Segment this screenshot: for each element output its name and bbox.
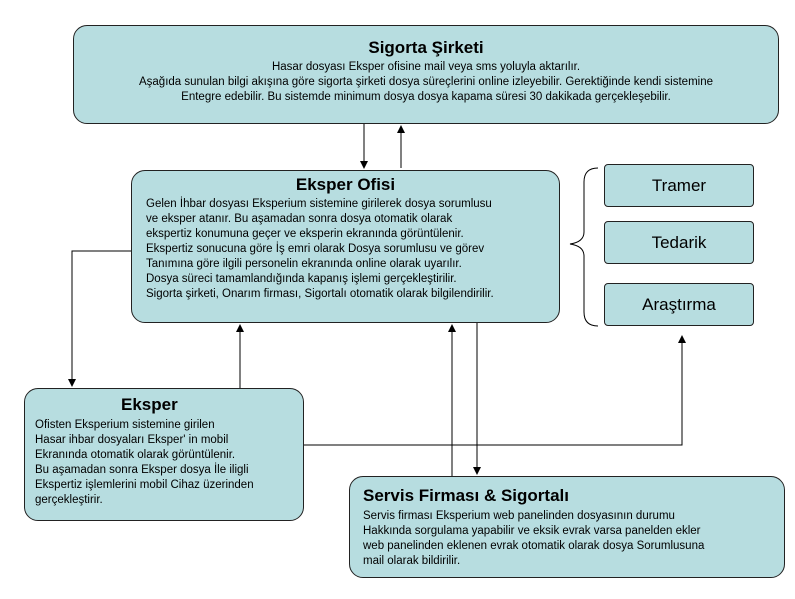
eksper-ofisi-line: Dosya süreci tamamlandığında kapanış işl… [146,273,457,285]
eksper-line: Ekranında otomatik olarak görüntülenir. [35,449,236,461]
sigorta-sirketi-box: Sigorta Şirketi Hasar dosyası Eksper ofi… [73,25,779,124]
eksper-ofisi-line: Sigorta şirketi, Onarım firması, Sigorta… [146,288,494,300]
eksper-ofisi-line: ekspertiz konumuna geçer ve eksperin ekr… [146,228,464,240]
sigorta-line: Aşağıda sunulan bilgi akışına göre sigor… [138,76,714,88]
eksper-ofisi-title: Eksper Ofisi [295,175,396,194]
eksper-ofisi-line: Gelen İhbar dosyası Eksperium sistemine … [146,198,492,210]
eksper-line: Hasar ihbar dosyaları Eksper' in mobil [35,434,229,446]
eksper-ofisi-line: Tanımına göre ilgili personelin ekranınd… [146,258,462,270]
eksper-ofisi-line: Ekspertiz sonucuna göre İş emri olarak D… [146,243,485,255]
eksper-line: Bu aşamadan sonra Eksper dosya İle iligl… [35,464,249,476]
eksper-line: Ekspertiz işlemlerini mobil Cihaz üzerin… [35,479,254,491]
tramer-box: Tramer [604,164,754,207]
servis-line: Servis firması Eksperium web panelinden … [363,510,675,522]
arastirma-box: Araştırma [604,283,754,326]
sigorta-line: Entegre edebilir. Bu sistemde minimum do… [181,91,671,103]
eksper-line: Ofisten Eksperium sistemine girilen [35,419,215,431]
servis-firmasi-title: Servis Firması & Sigortalı [363,486,569,505]
eksper-title: Eksper [121,395,178,414]
eksper-line: gerçekleştirir. [35,494,103,506]
eksper-ofisi-line: ve eksper atanır. Bu aşamadan sonra dosy… [146,213,453,225]
tedarik-box: Tedarik [604,221,754,264]
arrow-ofis-to-eksper [68,250,131,387]
arrow-eksper-to-arastirma [304,335,686,446]
sigorta-sirketi-title: Sigorta Şirketi [368,38,484,57]
sigorta-sirketi-text: Hasar dosyası Eksper ofisine mail veya s… [74,60,778,105]
servis-line: web panelinden eklenen evrak otomatik ol… [363,540,705,552]
servis-line: Hakkında sorgulama yapabilir ve eksik ev… [363,525,701,537]
servis-line: mail olarak bildirilir. [363,555,461,567]
eksper-ofisi-text: Gelen İhbar dosyası Eksperium sistemine … [146,197,559,302]
sigorta-line: Hasar dosyası Eksper ofisine mail veya s… [271,61,581,73]
eksper-box: Eksper Ofisten Eksperium sistemine giril… [24,388,304,521]
servis-firmasi-box: Servis Firması & Sigortalı Servis firmas… [349,476,785,578]
eksper-text: Ofisten Eksperium sistemine girilen Hasa… [35,418,303,508]
servis-firmasi-text: Servis firması Eksperium web panelinden … [363,509,784,569]
side-items-brace [569,167,599,327]
eksper-ofisi-box: Eksper Ofisi Gelen İhbar dosyası Eksperi… [131,170,560,323]
